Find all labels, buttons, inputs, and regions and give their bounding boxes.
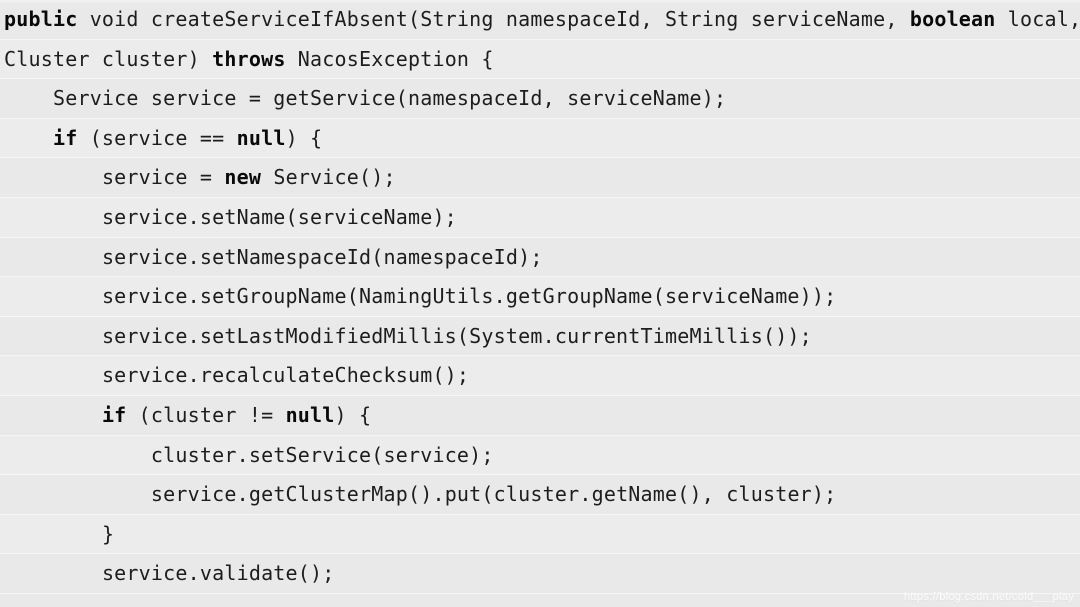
code-text: service.setNamespaceId(namespaceId); <box>101 244 543 269</box>
code-text: service.setLastModifiedMillis(System.cur… <box>101 323 812 348</box>
code-indent <box>4 165 102 189</box>
code-line: Service service = getService(namespaceId… <box>0 79 1080 119</box>
code-lines-container: public void createServiceIfAbsent(String… <box>0 0 1080 594</box>
code-indent <box>4 86 53 110</box>
code-text: cluster.setService(service); <box>150 442 494 467</box>
code-text: service = <box>101 165 225 190</box>
code-line: service.getClusterMap().put(cluster.getN… <box>0 475 1080 515</box>
code-keyword: if <box>52 125 78 150</box>
code-text: service.setGroupName(NamingUtils.getGrou… <box>101 284 837 309</box>
code-keyword: null <box>285 402 335 427</box>
code-text: Service(); <box>261 165 396 190</box>
code-line: service.setGroupName(NamingUtils.getGrou… <box>0 277 1080 317</box>
code-text: service.getClusterMap().put(cluster.getN… <box>150 482 837 507</box>
code-line: service.setName(serviceName); <box>0 197 1080 238</box>
code-line: if (cluster != null) { <box>0 396 1080 436</box>
code-indent <box>4 324 102 348</box>
code-line: } <box>0 514 1080 555</box>
code-text: local, <box>995 7 1080 31</box>
code-text: ) { <box>285 125 323 150</box>
code-indent <box>4 245 102 269</box>
code-indent <box>4 561 102 585</box>
code-text: service.setName(serviceName); <box>101 204 457 229</box>
code-text: Service service = getService(namespaceId… <box>52 86 727 111</box>
code-keyword: null <box>236 125 286 150</box>
code-line: service.setLastModifiedMillis(System.cur… <box>0 317 1080 357</box>
code-indent <box>4 522 102 546</box>
code-text: NacosException { <box>285 46 494 71</box>
code-line: service.recalculateChecksum(); <box>0 356 1080 396</box>
code-indent <box>4 284 102 308</box>
code-text: Cluster cluster) <box>4 46 213 71</box>
code-indent <box>4 443 151 467</box>
code-text: (cluster != <box>126 402 286 427</box>
code-line: if (service == null) { <box>0 118 1080 159</box>
code-text: service.recalculateChecksum(); <box>101 363 470 388</box>
code-keyword: new <box>224 165 262 190</box>
code-line: service = new Service(); <box>0 158 1080 198</box>
code-line: public void createServiceIfAbsent(String… <box>0 0 1080 40</box>
code-text: (service == <box>77 125 237 150</box>
code-line: service.validate(); <box>0 554 1080 594</box>
code-keyword: public <box>4 7 78 31</box>
code-keyword: if <box>101 402 127 427</box>
code-text: void createServiceIfAbsent(String namesp… <box>77 7 910 31</box>
code-indent <box>4 205 102 229</box>
code-keyword: boolean <box>909 7 996 31</box>
code-text: ) { <box>334 402 372 427</box>
code-indent <box>4 482 151 506</box>
code-text: service.validate(); <box>101 561 335 586</box>
code-line: cluster.setService(service); <box>0 435 1080 476</box>
code-indent <box>4 363 102 387</box>
code-indent <box>4 126 53 150</box>
code-text: } <box>101 521 115 546</box>
code-line: Cluster cluster) throws NacosException { <box>0 39 1080 80</box>
code-line: service.setNamespaceId(namespaceId); <box>0 238 1080 278</box>
code-keyword: throws <box>212 46 286 71</box>
code-indent <box>4 403 102 427</box>
